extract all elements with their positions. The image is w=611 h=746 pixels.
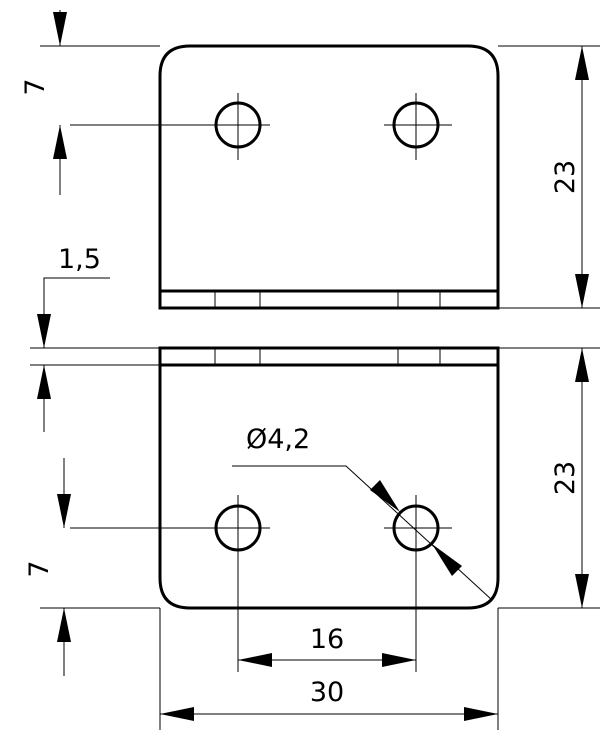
arrow-spacing-left xyxy=(238,653,272,667)
top-bend-ticks xyxy=(214,291,441,308)
arrow-thickness-upper xyxy=(37,314,51,348)
arrow-spacing-right xyxy=(382,653,416,667)
arrow-top-23-lower xyxy=(575,274,589,308)
dim-top-hole-offset: 7 xyxy=(20,10,160,195)
top-hole-centerlines xyxy=(70,93,452,160)
dim-bottom-hole-offset: 7 xyxy=(24,458,160,676)
dim-top-hole-offset-label: 7 xyxy=(20,78,51,95)
dim-total-width: 30 xyxy=(160,677,498,721)
arrow-width-right xyxy=(464,707,498,721)
dim-thickness-label: 1,5 xyxy=(58,244,101,275)
arrow-width-left xyxy=(160,707,194,721)
arrow-thickness-lower xyxy=(37,365,51,399)
dim-hole-diameter: Ø4,2 xyxy=(232,424,493,601)
dim-thickness: 1,5 xyxy=(30,244,160,432)
bottom-view xyxy=(70,346,500,610)
dim-total-width-label: 30 xyxy=(310,677,344,708)
dim-hole-diameter-label: Ø4,2 xyxy=(246,424,310,455)
bottom-view-outline xyxy=(158,346,500,610)
horizontal-extension-lines xyxy=(159,495,499,730)
dim-top-height: 23 xyxy=(498,45,600,309)
arrow-bottom-23-upper xyxy=(575,348,589,382)
dim-bottom-height: 23 xyxy=(498,347,600,609)
dim-bottom-hole-offset-label: 7 xyxy=(24,560,55,577)
dim-top-height-label: 23 xyxy=(550,160,581,194)
arrow-bottom-23-lower xyxy=(575,574,589,608)
bottom-bend-ticks xyxy=(214,348,441,365)
dim-hole-spacing-label: 16 xyxy=(310,624,344,655)
arrow-bottom-7-lower xyxy=(57,608,71,642)
dim-bottom-height-label: 23 xyxy=(550,461,581,495)
arrow-bottom-7-upper xyxy=(57,494,71,528)
arrow-top-7-upper xyxy=(53,12,67,46)
arrow-diameter-inner xyxy=(432,544,462,576)
arrow-diameter-outer xyxy=(370,480,400,512)
dim-hole-spacing: 16 xyxy=(238,624,416,667)
arrow-top-23-upper xyxy=(575,46,589,80)
top-view-outline xyxy=(158,44,500,310)
arrow-top-7-lower xyxy=(53,125,67,159)
top-view xyxy=(70,44,500,310)
